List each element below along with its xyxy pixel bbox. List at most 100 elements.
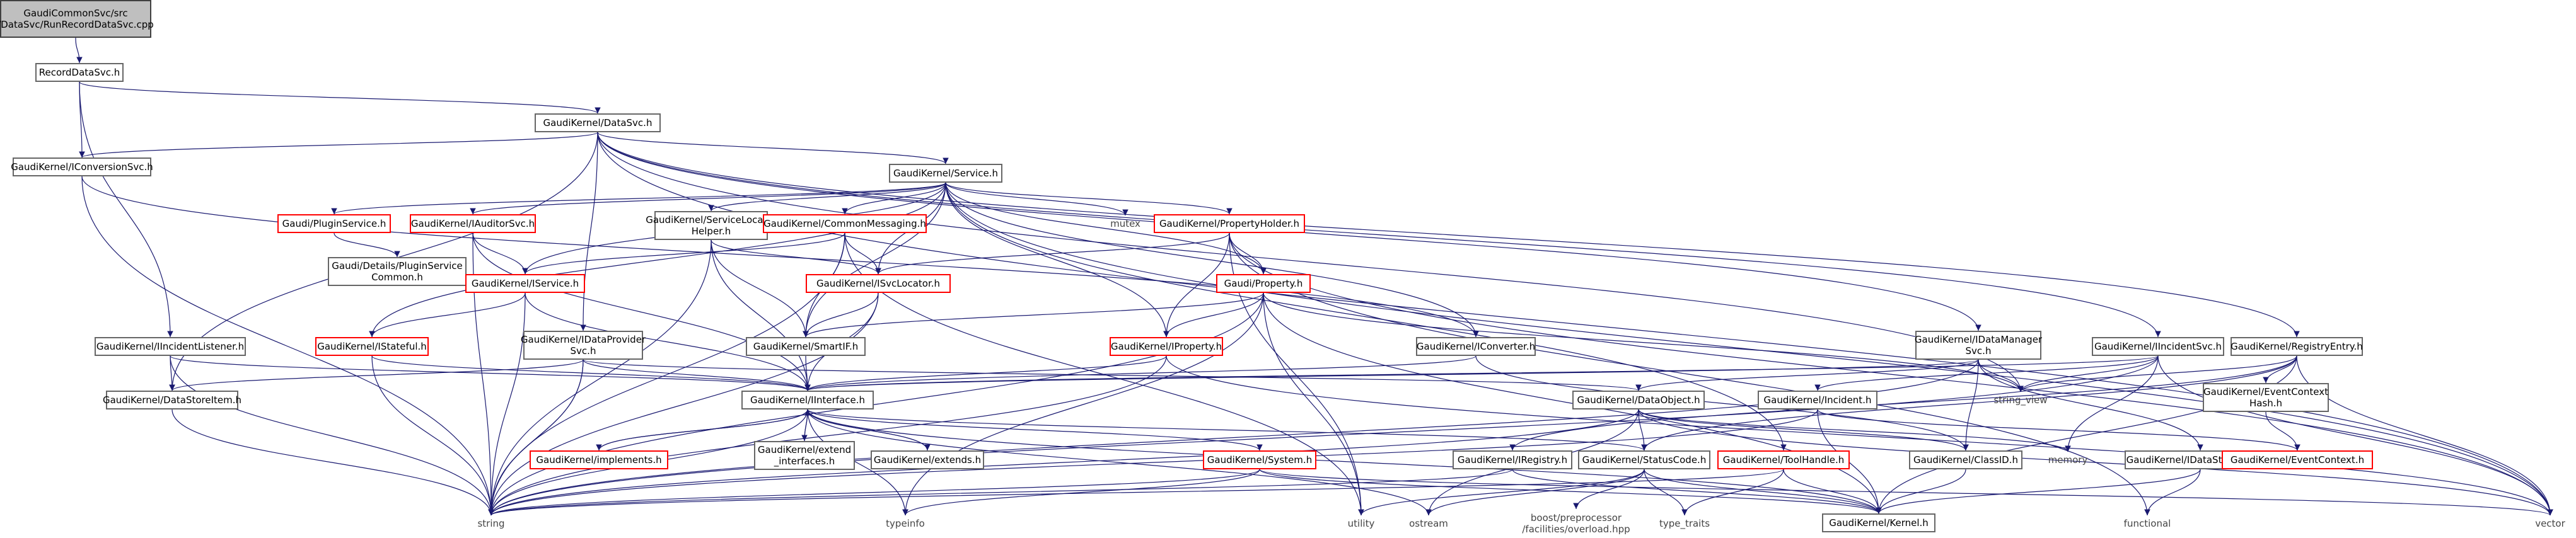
node-service[interactable]: GaudiKernel/Service.h xyxy=(889,164,1002,183)
edge-datasvc-to-idataprov xyxy=(580,132,598,331)
edge-propholder-to-iproperty xyxy=(1163,232,1230,338)
node-details[interactable]: Gaudi/Details/PluginService Common.h xyxy=(328,257,467,286)
node-registry[interactable]: GaudiKernel/RegistryEntry.h xyxy=(2231,337,2363,356)
edge-idatastoreagent-to-functional xyxy=(2144,469,2201,516)
edge-iproperty-to-string xyxy=(488,355,1167,516)
node-typeinfo[interactable]: typeinfo xyxy=(886,518,925,529)
edge-registry-to-iregistry xyxy=(1509,355,2297,451)
node-iinterface[interactable]: GaudiKernel/IInterface.h xyxy=(741,391,874,409)
node-idatamgr[interactable]: GaudiKernel/IDataManager Svc.h xyxy=(1915,331,2042,360)
edge-propholder-to-vector xyxy=(1229,232,2553,516)
edge-datasvc-to-vector xyxy=(597,132,2553,516)
node-propholder[interactable]: GaudiKernel/PropertyHolder.h xyxy=(1154,214,1305,233)
node-extendif[interactable]: GaudiKernel/extend _interfaces.h xyxy=(754,441,855,470)
edge-iauditor-to-iservice xyxy=(472,232,528,275)
edge-iincsvc-to-incident xyxy=(1814,355,2159,391)
edge-svclochelper-to-iinterface xyxy=(711,239,811,391)
node-ostream[interactable]: ostream xyxy=(1409,518,1448,529)
node-iservice[interactable]: GaudiKernel/IService.h xyxy=(465,274,585,293)
edge-iinterface-to-typeinfo xyxy=(807,409,908,516)
node-classid[interactable]: GaudiKernel/ClassID.h xyxy=(1909,450,2022,469)
node-rds[interactable]: RecordDataSvc.h xyxy=(35,63,124,82)
edge-iregistry-to-string xyxy=(488,469,1513,516)
node-iincsvc[interactable]: GaudiKernel/IIncidentSvc.h xyxy=(2092,337,2224,356)
edge-service-to-iauditor xyxy=(470,182,946,215)
node-evctxhash[interactable]: GaudiKernel/EventContext Hash.h xyxy=(2203,383,2329,412)
edge-property-to-string xyxy=(488,292,1264,516)
node-root[interactable]: GaudiCommonSvc/src /DataSvc/RunRecordDat… xyxy=(0,0,154,38)
node-datastoreitem[interactable]: GaudiKernel/DataStoreItem.h xyxy=(103,391,241,409)
node-iincl[interactable]: GaudiKernel/IIncidentListener.h xyxy=(95,337,246,356)
edge-iinterface-to-kernel xyxy=(807,409,1882,514)
edge-iinterface-to-system xyxy=(807,409,1263,451)
node-statuscode[interactable]: GaudiKernel/StatusCode.h xyxy=(1578,450,1710,469)
node-svclochelper[interactable]: GaudiKernel/ServiceLocator Helper.h xyxy=(646,211,777,240)
edge-idatastoreagent-to-kernel xyxy=(1876,469,2201,514)
edge-statuscode-to-utility xyxy=(1358,469,1645,516)
edge-svclochelper-to-smartif xyxy=(711,239,809,338)
node-isvcloc[interactable]: GaudiKernel/ISvcLocator.h xyxy=(806,274,951,293)
edge-isvcloc-to-string xyxy=(488,292,879,516)
node-vector[interactable]: vector xyxy=(2535,518,2565,529)
edge-service-to-commsg xyxy=(842,182,946,215)
edge-iincsvc-to-memory xyxy=(2065,355,2159,452)
node-eventcontext[interactable]: GaudiKernel/EventContext.h xyxy=(2222,450,2373,469)
edge-root-to-rds xyxy=(75,37,83,64)
node-system[interactable]: GaudiKernel/System.h xyxy=(1203,450,1316,469)
node-utility[interactable]: utility xyxy=(1347,518,1375,529)
edge-incident-to-eventcontext xyxy=(1817,409,2300,451)
node-datasvc[interactable]: GaudiKernel/DataSvc.h xyxy=(535,113,661,132)
node-incident[interactable]: GaudiKernel/Incident.h xyxy=(1758,391,1877,409)
edge-layer xyxy=(75,37,2553,516)
edge-dataobject-to-memory xyxy=(1638,409,2071,452)
edge-iconv-to-string xyxy=(81,176,494,516)
node-smartif[interactable]: GaudiKernel/SmartIF.h xyxy=(746,337,866,356)
edge-iincsvc-to-string xyxy=(488,355,2159,516)
edge-service-to-property xyxy=(945,182,1267,275)
node-iconverter[interactable]: GaudiKernel/IConverter.h xyxy=(1416,337,1536,356)
edge-property-to-smartif xyxy=(803,292,1264,338)
edge-service-to-svclochelper xyxy=(708,182,946,212)
node-implements[interactable]: GaudiKernel/implements.h xyxy=(530,450,668,469)
edge-iregistry-to-kernel xyxy=(1512,469,1882,514)
edge-commsg-to-iservice xyxy=(522,232,845,275)
edge-service-to-vector xyxy=(945,182,2553,516)
edge-idatamgr-to-dataobject xyxy=(1635,359,1979,391)
edge-toolhandle-to-typetraits xyxy=(1681,469,1784,516)
node-typetraits[interactable]: type_traits xyxy=(1659,518,1710,529)
node-mutex[interactable]: mutex xyxy=(1110,218,1140,229)
edge-incident-to-string xyxy=(488,409,1818,516)
edge-service-to-plugin xyxy=(331,182,946,215)
node-plugin[interactable]: Gaudi/PluginService.h xyxy=(277,214,391,233)
edge-dataobject-to-classid xyxy=(1638,409,1969,451)
node-functional[interactable]: functional xyxy=(2123,518,2171,529)
node-idataprov[interactable]: GaudiKernel/IDataProvider Svc.h xyxy=(521,331,646,360)
edge-datasvc-to-registry xyxy=(597,132,2300,338)
edge-property-to-stringview xyxy=(1263,292,2024,392)
edge-dataobject-to-string xyxy=(488,409,1639,516)
node-toolhandle[interactable]: GaudiKernel/ToolHandle.h xyxy=(1717,450,1850,469)
edge-statuscode-to-boostpp xyxy=(1573,469,1645,510)
edge-toolhandle-to-string xyxy=(488,469,1784,516)
node-dataobject[interactable]: GaudiKernel/DataObject.h xyxy=(1572,391,1705,409)
node-memory[interactable]: memory xyxy=(2048,454,2088,466)
edge-service-to-propholder xyxy=(945,182,1233,215)
node-commsg[interactable]: GaudiKernel/CommonMessaging.h xyxy=(763,214,927,233)
edge-plugin-to-details xyxy=(334,232,400,258)
edge-datasvc-to-service xyxy=(597,132,949,164)
node-stringview[interactable]: string_view xyxy=(1993,394,2048,406)
node-boostpp[interactable]: boost/preprocessor /facilities/overload.… xyxy=(1522,512,1630,535)
edge-datasvc-to-iincsvc xyxy=(597,132,2161,338)
node-iconv[interactable]: GaudiKernel/IConversionSvc.h xyxy=(11,157,153,176)
edge-service-to-mutex xyxy=(945,182,1128,216)
node-string[interactable]: string xyxy=(477,518,505,529)
node-extends[interactable]: GaudiKernel/extends.h xyxy=(871,450,984,469)
node-kernel[interactable]: GaudiKernel/Kernel.h xyxy=(1822,513,1935,532)
node-property[interactable]: Gaudi/Property.h xyxy=(1216,274,1311,293)
edge-property-to-typeinfo xyxy=(902,292,1264,516)
edge-svclochelper-to-string xyxy=(488,239,712,516)
node-iregistry[interactable]: GaudiKernel/IRegistry.h xyxy=(1453,450,1572,469)
node-iauditor[interactable]: GaudiKernel/IAuditorSvc.h xyxy=(410,214,536,233)
node-iproperty[interactable]: GaudiKernel/IProperty.h xyxy=(1110,337,1223,356)
node-istateful[interactable]: GaudiKernel/IStateful.h xyxy=(315,337,429,356)
